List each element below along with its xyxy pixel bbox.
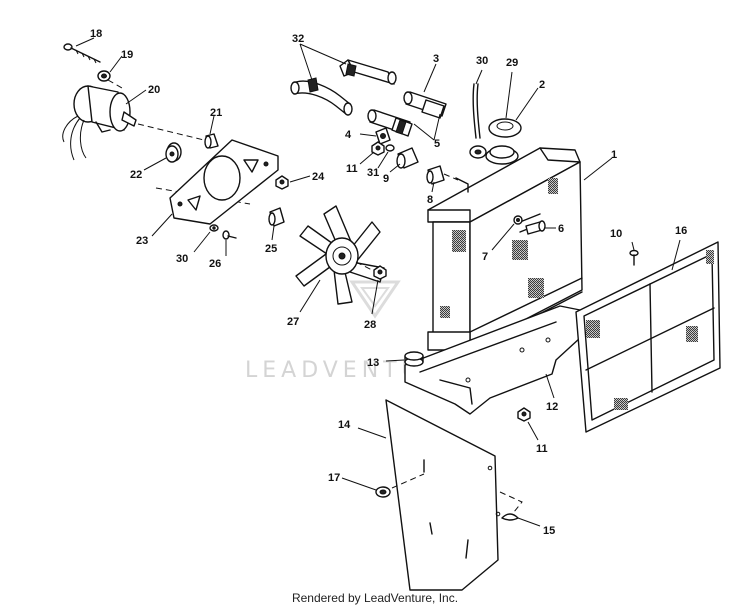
callout-32: 32 <box>292 33 304 45</box>
grommet-13 <box>404 351 424 367</box>
callout-3: 3 <box>433 53 439 65</box>
leader-lines <box>75 37 681 527</box>
callout-15: 15 <box>543 525 555 537</box>
nut-11-lower <box>517 407 531 422</box>
callout-21: 21 <box>210 107 222 119</box>
spacer-22 <box>165 142 182 163</box>
shroud-bracket <box>404 305 581 415</box>
callout-8: 8 <box>427 194 433 206</box>
washer-7 <box>513 215 523 225</box>
fitting-4 <box>375 127 391 145</box>
callout-6: 6 <box>558 223 564 235</box>
callout-30-upper: 30 <box>476 55 488 67</box>
callout-11-lower: 11 <box>536 443 548 455</box>
callout-28: 28 <box>364 319 376 331</box>
screw-18 <box>63 43 101 64</box>
grommet-17 <box>375 473 425 498</box>
hose-5 <box>367 109 413 137</box>
callout-1: 1 <box>611 149 617 161</box>
callout-19: 19 <box>121 49 133 61</box>
fan-motor <box>62 85 137 161</box>
callout-4: 4 <box>345 129 352 141</box>
callout-30-lower: 30 <box>176 253 188 265</box>
callout-13: 13 <box>367 357 379 369</box>
hose-upper-right <box>339 59 397 85</box>
spacer-8 <box>426 165 459 185</box>
callout-27: 27 <box>287 316 299 328</box>
callout-7: 7 <box>482 251 488 263</box>
callout-labels: 1 2 3 4 5 6 7 8 9 10 11 11 12 13 14 15 1… <box>90 28 687 537</box>
callout-20: 20 <box>148 84 160 96</box>
callout-10: 10 <box>610 228 622 240</box>
callout-14: 14 <box>338 419 351 431</box>
callout-18: 18 <box>90 28 102 40</box>
radiator-cap <box>488 118 522 138</box>
screw-10 <box>629 249 639 266</box>
callout-29: 29 <box>506 57 518 69</box>
callout-23: 23 <box>136 235 148 247</box>
footer-credit: Rendered by LeadVenture, Inc. <box>291 591 459 605</box>
callout-26: 26 <box>209 258 221 270</box>
bushing-9 <box>396 147 419 169</box>
screw-26 <box>222 230 237 240</box>
callout-5: 5 <box>434 138 440 150</box>
radiator <box>427 145 583 351</box>
overflow-tube <box>469 83 487 159</box>
mounting-plate <box>169 139 279 225</box>
radiator-screen <box>575 241 721 433</box>
callout-31: 31 <box>367 167 379 179</box>
callout-11-upper: 11 <box>346 163 358 175</box>
watermark-logo <box>349 280 401 319</box>
callout-2: 2 <box>539 79 545 91</box>
hose-3 <box>403 91 447 119</box>
washer-31 <box>385 144 395 152</box>
side-panel <box>385 399 501 591</box>
clip-15 <box>499 491 523 521</box>
callout-25: 25 <box>265 243 277 255</box>
bolt-6 <box>525 220 546 235</box>
callout-16: 16 <box>675 225 687 237</box>
cooling-fan <box>295 205 385 305</box>
callout-22: 22 <box>130 169 142 181</box>
spacer-25 <box>268 207 285 227</box>
nut-28 <box>355 261 387 280</box>
washer-30-lower <box>209 224 219 232</box>
nut-11-upper <box>371 141 385 156</box>
hose-upper-left <box>290 77 353 116</box>
callout-9: 9 <box>383 173 389 185</box>
lockwasher-19 <box>97 70 123 89</box>
bushing-21 <box>204 133 219 149</box>
callout-12: 12 <box>546 401 558 413</box>
callout-24: 24 <box>312 171 325 183</box>
callout-17: 17 <box>328 472 340 484</box>
nut-24 <box>275 175 289 190</box>
